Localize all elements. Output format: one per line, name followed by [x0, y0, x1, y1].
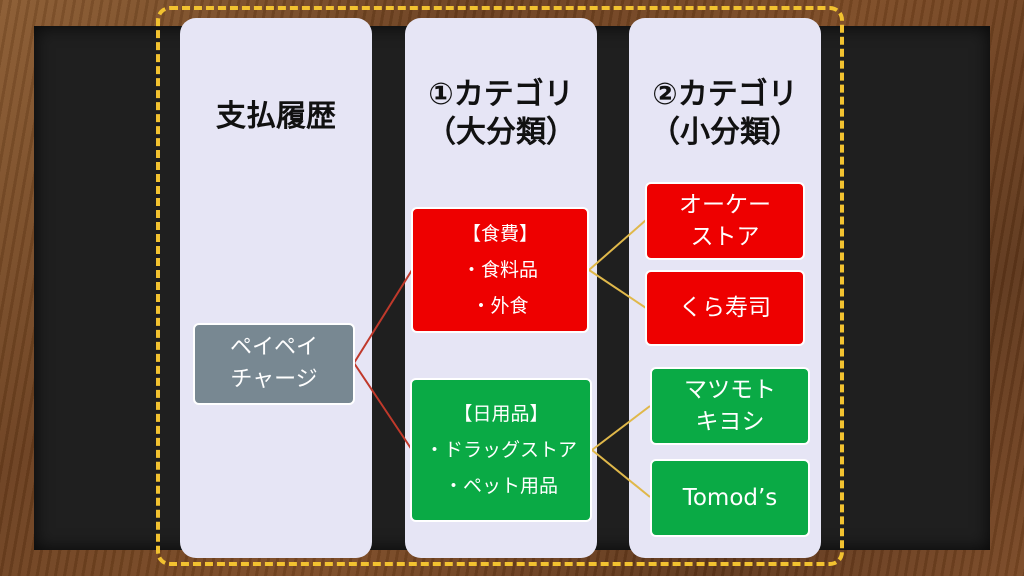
node-daily-goods-category: 【日用品】 ・ドラッグストア ・ペット用品	[410, 378, 592, 522]
node-matsumoto-kiyoshi: マツモト キヨシ	[650, 367, 810, 445]
connector-daily-matsumoto	[591, 405, 651, 451]
node-food-category: 【食費】 ・食料品 ・外食	[411, 207, 589, 333]
connector-charge-food	[353, 269, 413, 364]
connector-food-kura	[588, 269, 647, 309]
connector-food-okay	[588, 219, 647, 271]
column-title-minor-category: ②カテゴリ （小分類）	[650, 77, 800, 150]
node-tomods: Tomod’s	[650, 459, 810, 537]
node-okay-store: オーケー ストア	[645, 182, 805, 260]
column-title-major-category: ①カテゴリ （大分類）	[426, 77, 576, 150]
node-kura-sushi: くら寿司	[645, 270, 805, 346]
column-payment-history: 支払履歴	[180, 18, 372, 558]
dashed-highlight-border	[156, 6, 844, 566]
column-title-payment-history: 支払履歴	[216, 99, 336, 134]
node-paypay-charge: ペイペイ チャージ	[193, 323, 355, 405]
connector-daily-tomods	[591, 449, 651, 498]
connector-charge-daily	[353, 362, 413, 451]
